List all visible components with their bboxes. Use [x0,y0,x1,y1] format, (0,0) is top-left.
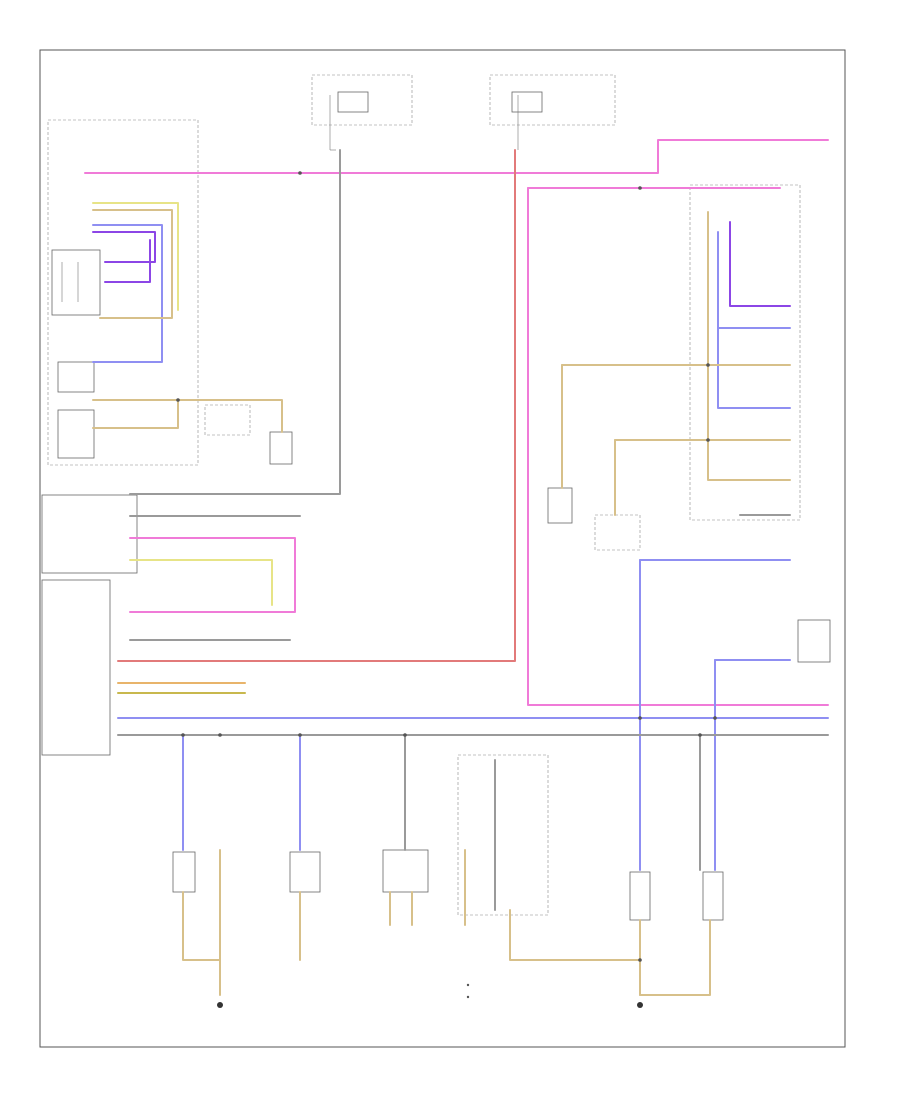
left-rear-courtesy-light [269,431,293,465]
right-rear-window-switch [547,487,573,524]
right-bottom-sensor-1 [629,871,651,921]
left-seat-module [41,579,111,756]
left-rear-power-lock-actuator [57,361,95,393]
right-rear-courtesy-light [594,514,641,551]
wire-tan [92,209,791,996]
right-bottom-sensor-2 [702,871,724,921]
center-bottom-module [382,849,429,893]
left-rear-switch-small [204,404,251,436]
right-front-window-switch [797,619,831,663]
wire-orange [117,682,246,694]
left-rear-window-switch [51,249,101,316]
left-bottom-module-2 [289,851,321,893]
ground-right [637,1002,643,1008]
wire-gray [117,149,829,911]
center-switch-block [457,754,549,916]
left-bottom-module-1 [172,851,196,893]
ground-left [217,1002,223,1008]
splice-nodes [176,171,717,962]
fuse-block-top-left [311,74,413,151]
fuse-block-top-right [489,74,616,150]
diagram-frame [39,49,846,1048]
left-rear-door-module [47,119,199,466]
wire-red [117,149,516,662]
wire-yellow [92,202,273,606]
wire-violet [92,221,791,307]
right-rear-door-module [689,184,801,521]
left-rear-door-lock-unit [57,409,95,459]
wire-pink-main [84,139,829,706]
footnote-legend [466,983,470,999]
wire-blue [92,224,829,871]
left-door-switch-block [41,494,138,574]
